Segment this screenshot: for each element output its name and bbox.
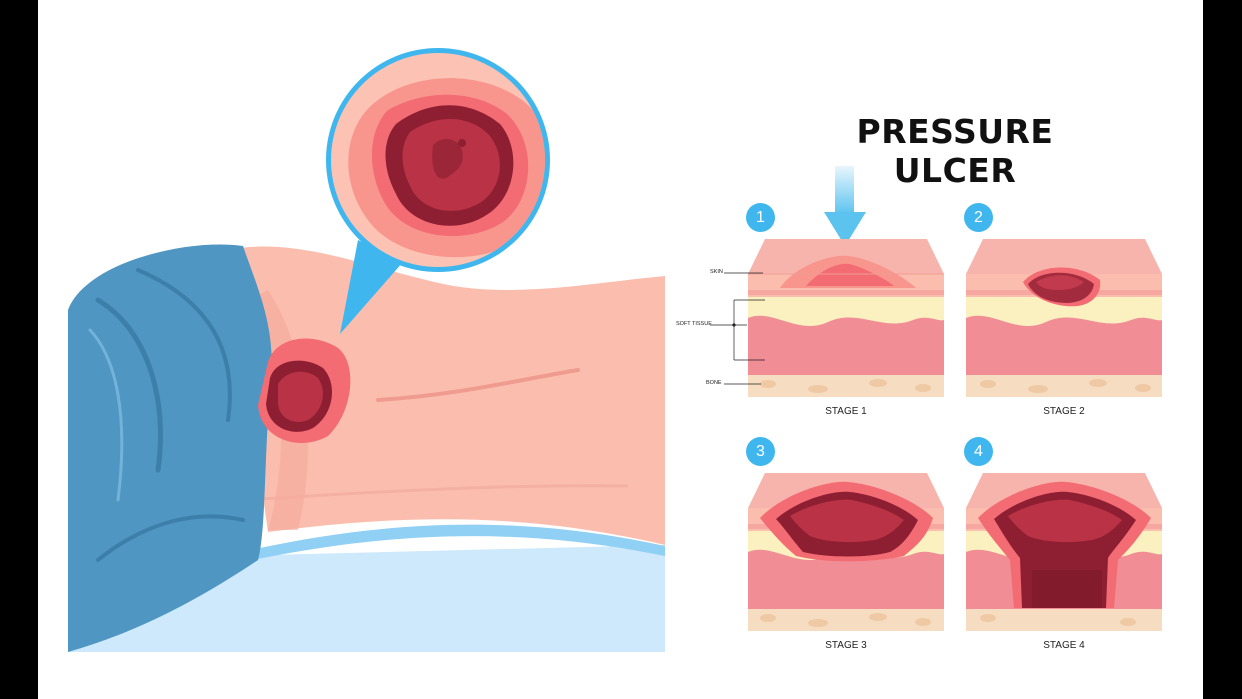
down-arrow-icon (824, 166, 866, 246)
waist-line (247, 484, 629, 502)
spine-line (376, 368, 580, 402)
stage-1-label: STAGE 1 (825, 406, 867, 417)
stage-3-diagram (748, 473, 944, 631)
stage-3-badge: 3 (746, 437, 775, 466)
stage-4-label: STAGE 4 (1043, 640, 1085, 651)
layer-leader-lines (710, 272, 765, 385)
stage-4-diagram (966, 473, 1162, 631)
stage-2-label: STAGE 2 (1043, 406, 1085, 417)
stage-2-badge: 2 (964, 203, 993, 232)
blanket-fold (95, 297, 163, 473)
skin-label: SKIN (710, 269, 723, 275)
stage-1-diagram (748, 239, 944, 397)
stage-4-badge: 4 (964, 437, 993, 466)
illustration (68, 48, 1162, 652)
soft-tissue-label: SOFT TISSUE (676, 321, 712, 327)
blanket-fold (136, 268, 232, 422)
bone-label: BONE (706, 380, 722, 386)
stage-2-diagram (966, 239, 1162, 397)
magnifier-circle-icon (326, 48, 550, 334)
patient-scene (68, 48, 665, 652)
blanket-highlight (88, 328, 124, 502)
patient-back (228, 246, 665, 545)
stage-1-badge: 1 (746, 203, 775, 232)
page-title: PRESSURE ULCER (856, 112, 1054, 190)
soft-tissue-marker (732, 323, 736, 327)
blanket-fold (96, 514, 245, 562)
infographic-canvas: PRESSURE ULCER 1 2 3 4 STAGE 1 STAGE 2 S… (38, 0, 1203, 699)
pressure-sore (258, 338, 351, 443)
stage-3-label: STAGE 3 (825, 640, 867, 651)
bed-sheet-edge (208, 524, 665, 570)
